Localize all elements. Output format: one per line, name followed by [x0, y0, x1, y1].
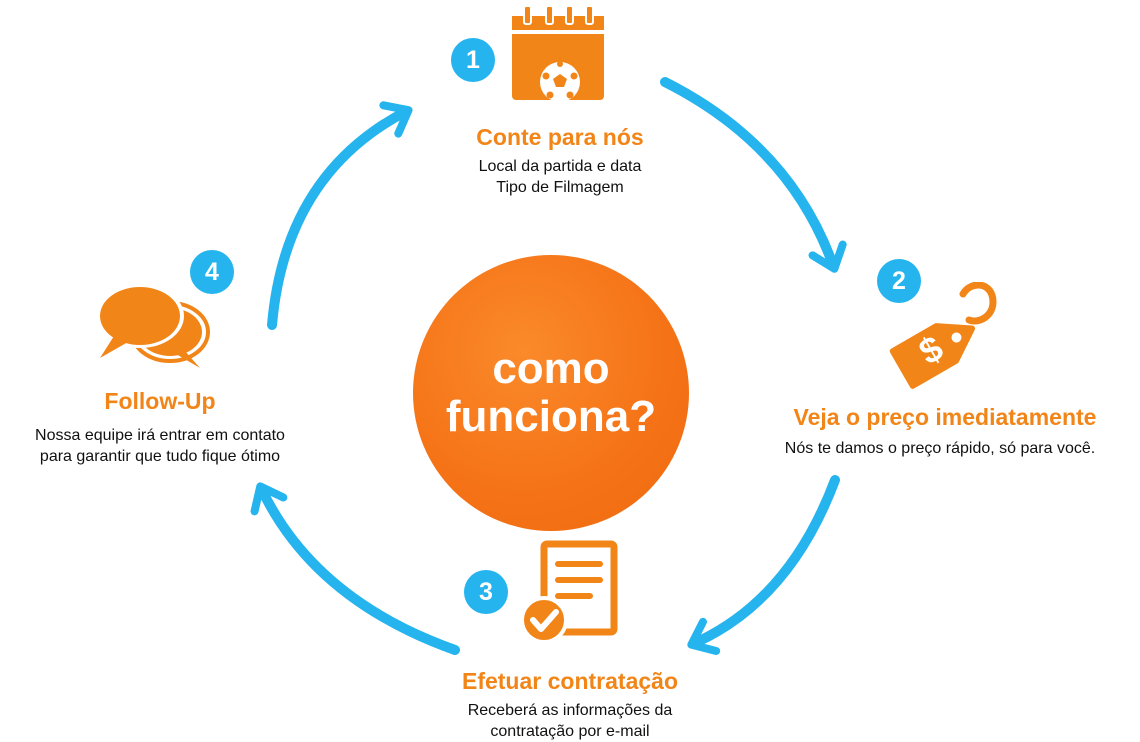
arrow-4-to-1: [267, 101, 413, 330]
step-3-description: Receberá as informações da contratação p…: [420, 700, 720, 742]
step-2-description: Nós te damos o preço rápido, só para voc…: [740, 438, 1140, 459]
calendar-soccer-ball-icon: [512, 5, 604, 102]
document-check-icon: [520, 540, 618, 644]
center-line-1: como: [492, 344, 610, 393]
step-3-badge: 3: [464, 570, 508, 614]
center-circle: como funciona?: [413, 255, 689, 531]
step-3-desc-line-1: Receberá as informações da: [467, 702, 673, 719]
step-3-title: Efetuar contratação: [461, 668, 678, 694]
chat-bubbles-icon: [96, 284, 210, 368]
step-2-badge: 2: [877, 259, 921, 303]
step-1-title: Conte para nós: [476, 124, 644, 150]
step-4-title: Follow-Up: [104, 388, 216, 414]
step-2-title: Veja o preço imediatamente: [793, 404, 1097, 430]
step-2-desc-line-1: Nós te damos o preço rápido, só para voc…: [784, 440, 1096, 457]
step-1-description: Local da partida e data Tipo de Filmagem: [410, 156, 710, 198]
arrow-3-to-4: [250, 482, 460, 655]
step-4-description: Nossa equipe irá entrar em contato para …: [0, 425, 320, 467]
arrow-1-to-2: [660, 77, 847, 273]
step-1-badge: 1: [451, 38, 495, 82]
step-1-desc-line-2: Tipo de Filmagem: [496, 179, 624, 196]
arrow-2-to-3: [687, 475, 840, 655]
price-tag-dollar-icon: $: [889, 282, 997, 389]
step-4-desc-line-1: Nossa equipe irá entrar em contato: [35, 427, 285, 444]
step-4-badge: 4: [190, 250, 234, 294]
step-4-desc-line-2: para garantir que tudo fique ótimo: [39, 448, 281, 465]
step-3-desc-line-2: contratação por e-mail: [490, 723, 650, 740]
center-line-2: funciona?: [445, 392, 657, 441]
step-1-desc-line-1: Local da partida e data: [478, 158, 642, 175]
